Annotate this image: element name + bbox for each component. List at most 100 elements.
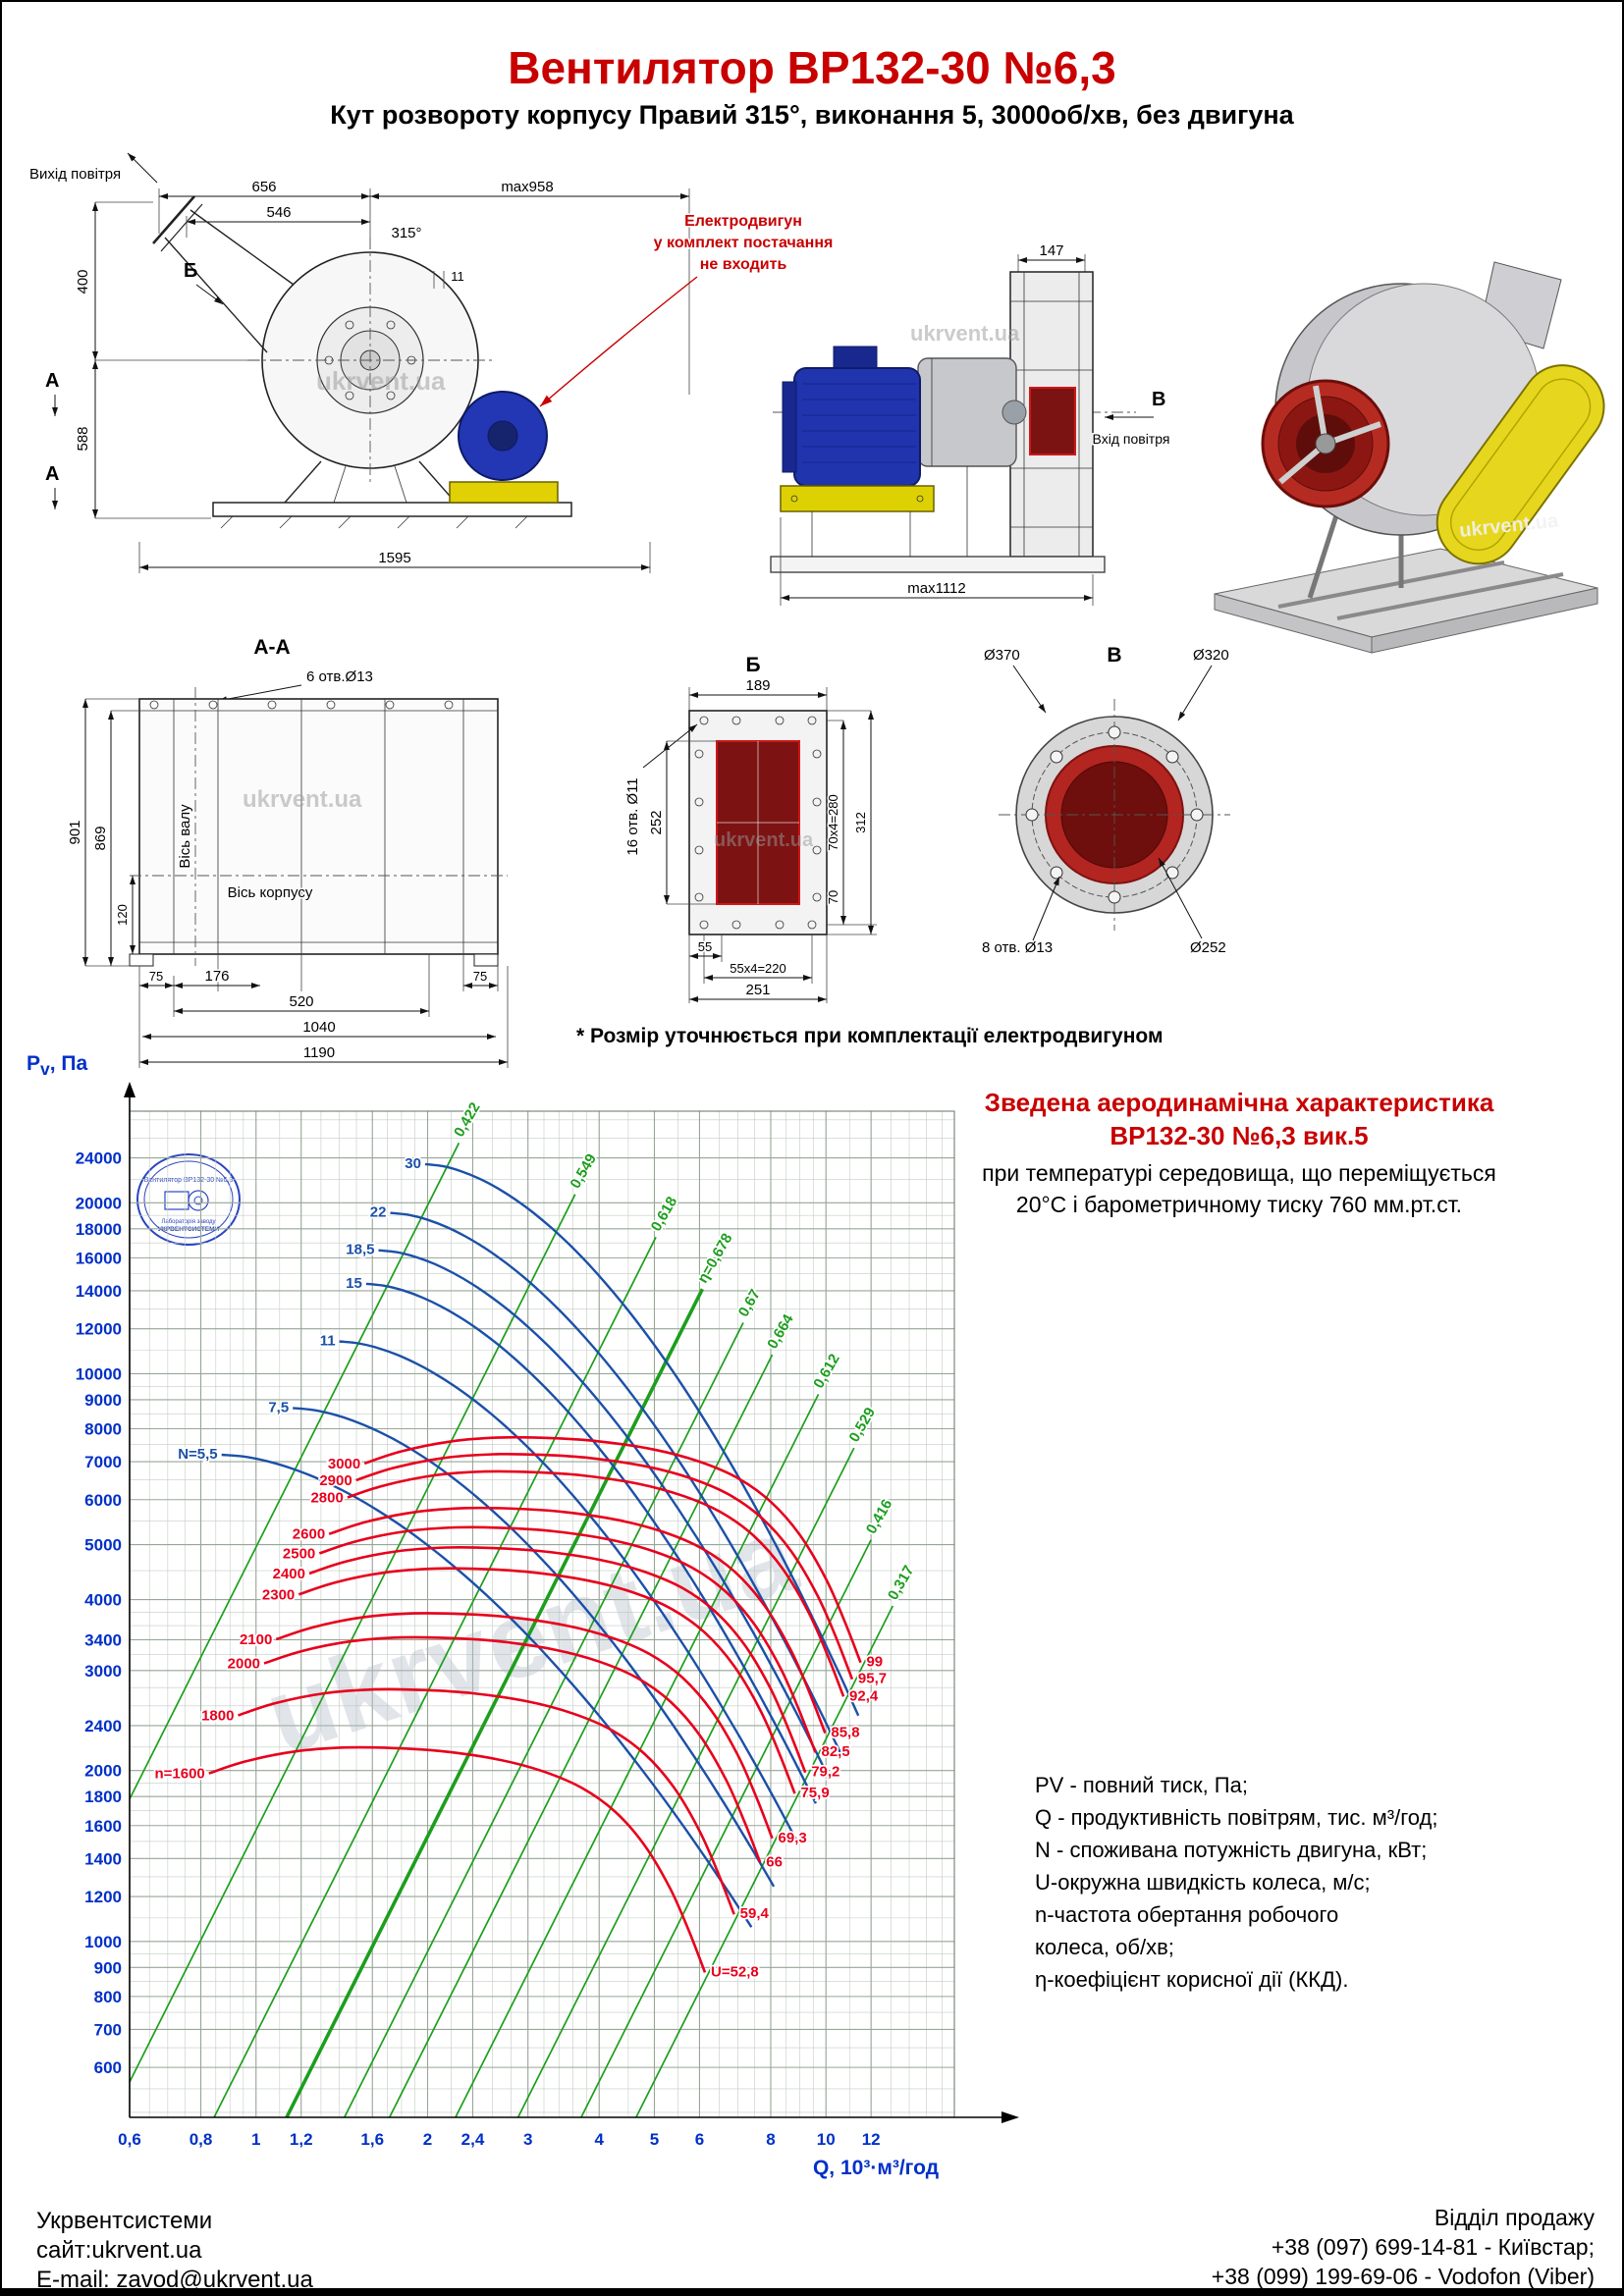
y-tick-label: 1200 — [84, 1888, 122, 1906]
volute-3d — [1274, 261, 1562, 599]
legend-line-4: U-окружна швидкість колеса, м/с; — [1035, 1870, 1371, 1895]
dim-120: 120 — [115, 904, 130, 926]
x-tick-label: 1 — [251, 2130, 260, 2149]
dim-520: 520 — [289, 993, 313, 1010]
dim-55x4: 55х4=220 — [730, 961, 785, 976]
u-speed-label: 79,2 — [811, 1764, 839, 1781]
rpm-label: 2900 — [319, 1472, 352, 1489]
y-tick-label: 9000 — [84, 1391, 122, 1410]
efficiency-line — [129, 1142, 460, 1800]
efficiency-line — [388, 1354, 774, 2118]
electric-motor-front — [780, 346, 935, 512]
air-in-label: Вхід повітря — [1093, 431, 1170, 447]
section-a-letter-1: А — [45, 370, 59, 392]
section-aa-title: А-А — [253, 636, 290, 659]
ylabel-p: P — [27, 1052, 41, 1075]
rpm-curve — [318, 1525, 817, 1753]
motor-note-line3: не входить — [700, 256, 787, 273]
power-curve — [424, 1162, 860, 1717]
y-tick-label: 1800 — [84, 1788, 122, 1806]
dim-312: 312 — [853, 812, 868, 833]
x-axis-arrow-icon — [1001, 2111, 1019, 2123]
dim-400: 400 — [75, 269, 91, 294]
power-curve — [378, 1249, 830, 1778]
watermark-b: ukrvent.ua — [714, 829, 814, 851]
power-label: 30 — [405, 1155, 421, 1172]
power-label: 15 — [346, 1275, 362, 1292]
lab-stamp: Вентилятор ВР132-30 №6,3 Лабораторія зав… — [136, 1153, 241, 1246]
chart-y-axis-title: Pv, Па — [27, 1052, 87, 1080]
dim-75-right: 75 — [473, 969, 487, 984]
dim-max958: max958 — [501, 179, 553, 195]
u-speed-label: 59,4 — [740, 1905, 770, 1922]
watermark-front: ukrvent.ua — [910, 321, 1020, 346]
rpm-curve — [363, 1435, 862, 1664]
holes-8-label: 8 отв. Ø13 — [982, 939, 1053, 956]
power-curve — [365, 1282, 817, 1804]
efficiency-line — [455, 1394, 820, 2118]
power-label: 22 — [370, 1204, 387, 1221]
drawing-view-b: Б 189 16 отв. Ø11 252 70х4=280 70 312 55… — [623, 654, 877, 1003]
rpm-curve — [275, 1612, 774, 1840]
dim-75-left: 75 — [149, 969, 163, 984]
inlet-flange — [999, 699, 1230, 931]
stamp-line1: Вентилятор ВР132-30 №6,3 — [144, 1177, 234, 1184]
y-tick-label: 1600 — [84, 1817, 122, 1836]
dim-max1112: max1112 — [907, 580, 965, 597]
inlet-opening — [1029, 387, 1076, 455]
footer-phone2: +38 (099) 199-69-06 - Vodofon (Viber) — [1211, 2264, 1595, 2289]
power-curve — [339, 1340, 798, 1842]
footer-right: Відділ продажу +38 (097) 699-14-81 - Киї… — [1212, 2203, 1595, 2291]
rpm-curve — [238, 1687, 735, 1915]
motor-note-leader — [539, 276, 698, 407]
rpm-label: 1800 — [201, 1707, 234, 1724]
fan-housing-edge — [1009, 271, 1094, 558]
legend-line-7: η-коефіцієнт корисної дії (ККД). — [1035, 1967, 1349, 1992]
power-label: 11 — [320, 1333, 336, 1350]
bearing-unit — [917, 357, 1027, 467]
legend-line-6: колеса, об/хв; — [1035, 1935, 1174, 1959]
rpm-curve — [347, 1469, 845, 1697]
dim-189: 189 — [745, 677, 770, 694]
y-tick-label: 3400 — [84, 1630, 122, 1649]
holes-6-label: 6 отв.Ø13 — [306, 668, 373, 685]
y-tick-label: 3000 — [84, 1662, 122, 1681]
dim-70: 70 — [826, 890, 840, 904]
x-tick-label: 12 — [862, 2130, 881, 2149]
efficiency-label: 0,549 — [568, 1151, 600, 1192]
y-tick-label: 12000 — [76, 1320, 122, 1339]
chart-x-axis-title: Q, 10³·м³/год — [813, 2157, 939, 2179]
base-frame — [770, 466, 1106, 573]
dim-656: 656 — [251, 179, 276, 195]
watermark-aa: ukrvent.ua — [243, 786, 362, 813]
rpm-label: 2600 — [293, 1526, 325, 1543]
dim-588: 588 — [75, 426, 91, 451]
rpm-label: 2100 — [240, 1631, 272, 1648]
dim-1040: 1040 — [302, 1019, 335, 1036]
dim-11: 11 — [451, 269, 464, 284]
u-speed-label: 99 — [866, 1654, 883, 1671]
rpm-curve — [208, 1745, 707, 1973]
y-axis-arrow-icon — [124, 1082, 135, 1097]
drawing-section-aa: А-А 6 отв.Ø13 Вісь валу Вісь корпусу 901… — [66, 636, 509, 1068]
x-tick-label: 5 — [650, 2130, 659, 2149]
dim-147: 147 — [1039, 242, 1063, 259]
aero-chart: Вентилятор ВР132-30 №6,3 Лабораторія зав… — [76, 1082, 1019, 2179]
rpm-curve — [328, 1506, 827, 1734]
x-tick-label: 4 — [595, 2130, 605, 2149]
y-tick-label: 7000 — [84, 1453, 122, 1471]
efficiency-label: 0,67 — [735, 1287, 764, 1320]
chart-title-line2: ВР132-30 №6,3 вик.5 — [1110, 1121, 1369, 1150]
efficiency-label: 0,317 — [885, 1563, 917, 1603]
u-speed-label: 95,7 — [858, 1671, 887, 1687]
x-tick-label: 10 — [817, 2130, 836, 2149]
motor-note-line2: у комплект постачання — [654, 235, 834, 251]
dim-869: 869 — [92, 826, 109, 850]
y-tick-label: 2000 — [84, 1762, 122, 1781]
rpm-label: 2000 — [228, 1656, 260, 1673]
efficiency-label: 0,612 — [810, 1351, 842, 1391]
axis-shaft-label: Вісь валу — [177, 804, 193, 869]
footer-site: сайт:ukrvent.ua — [36, 2237, 202, 2264]
page-title: Вентилятор ВР132-30 №6,3 — [508, 42, 1116, 93]
